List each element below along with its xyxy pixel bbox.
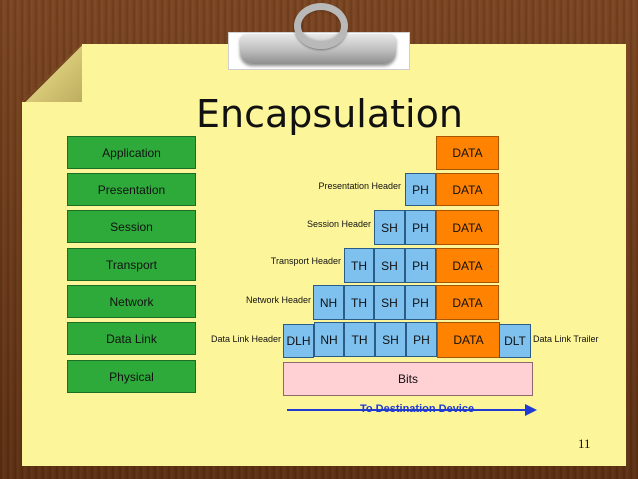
th-box-network: TH — [344, 285, 374, 320]
ph-box-presentation: PH — [405, 173, 436, 206]
clip-ring — [294, 3, 348, 49]
data-box-transport: DATA — [436, 248, 499, 283]
bits-box: Bits — [283, 362, 533, 396]
data-box-session: DATA — [436, 210, 499, 245]
arrow-right-icon — [525, 404, 537, 416]
layer-network: Network — [67, 285, 196, 318]
layer-transport: Transport — [67, 248, 196, 281]
label-network-header: Network Header — [245, 295, 311, 305]
ph-box-network: PH — [405, 285, 436, 320]
sh-box-session: SH — [374, 210, 405, 245]
ph-box-transport: PH — [405, 248, 436, 283]
layer-presentation: Presentation — [67, 173, 196, 206]
direction-arrow-line — [287, 409, 527, 411]
label-transport-header: Transport Header — [270, 256, 341, 266]
sh-box-network: SH — [374, 285, 405, 320]
data-box-data-link: DATA — [437, 322, 500, 358]
layer-application: Application — [67, 136, 196, 169]
data-box-application: DATA — [436, 136, 499, 170]
layer-session: Session — [67, 210, 196, 243]
th-box-transport: TH — [344, 248, 374, 283]
nh-box-data-link: NH — [314, 322, 344, 357]
direction-label: To Destination Device — [360, 403, 475, 415]
label-data-link-header: Data Link Header — [210, 334, 281, 344]
th-box-data-link: TH — [344, 322, 375, 357]
ph-box-data-link: PH — [406, 322, 437, 357]
data-box-network: DATA — [436, 285, 499, 320]
nh-box-network: NH — [313, 285, 344, 320]
dlh-box: DLH — [283, 324, 314, 358]
layer-physical: Physical — [67, 360, 196, 393]
data-box-presentation: DATA — [436, 173, 499, 206]
sh-box-data-link: SH — [375, 322, 406, 357]
label-session-header: Session Header — [306, 219, 371, 229]
label-presentation-header: Presentation Header — [318, 181, 401, 191]
label-data-link-trailer: Data Link Trailer — [533, 334, 599, 344]
slide-title: Encapsulation — [196, 92, 463, 136]
sh-box-transport: SH — [374, 248, 405, 283]
ph-box-session: PH — [405, 210, 436, 245]
dlt-box: DLT — [499, 324, 531, 358]
layer-data-link: Data Link — [67, 322, 196, 355]
page-number: 11 — [578, 436, 591, 451]
